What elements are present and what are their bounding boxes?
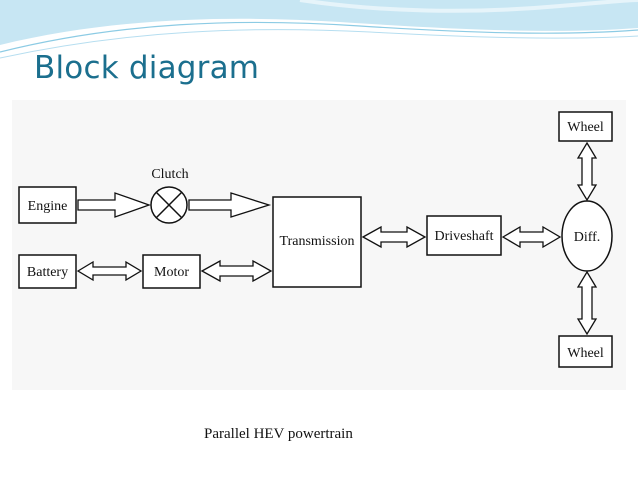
engine-label: Engine [28, 199, 68, 214]
arrow-battery-motor [76, 260, 143, 282]
slide-title: Block diagram [34, 50, 260, 86]
wheel-bottom-block [558, 335, 613, 368]
arrow-differential-wheel-bottom [576, 270, 598, 336]
powertrain-diagram: Engine Battery Motor Transmission Drives… [18, 111, 613, 368]
battery-label: Battery [27, 265, 68, 280]
wheel-top-label: Wheel [567, 120, 604, 135]
transmission-block [272, 196, 362, 288]
diagram-caption: Parallel HEV powertrain [204, 426, 353, 442]
wheel-top-block [558, 111, 613, 142]
driveshaft-block [426, 215, 502, 256]
transmission-label: Transmission [280, 234, 355, 249]
motor-block [142, 254, 201, 289]
arrow-transmission-driveshaft [361, 225, 427, 249]
arrow-motor-transmission [200, 259, 273, 283]
engine-block [18, 186, 77, 224]
slide-header-decoration [0, 0, 638, 59]
motor-label: Motor [154, 265, 189, 280]
arrow-driveshaft-differential [501, 225, 562, 249]
wheel-bottom-label: Wheel [567, 346, 604, 361]
arrow-clutch-to-transmission [188, 192, 272, 218]
arrow-wheel-top-differential [576, 141, 598, 202]
driveshaft-label: Driveshaft [434, 229, 493, 244]
battery-block [18, 254, 77, 289]
clutch-symbol-icon [150, 186, 188, 224]
differential-label: Diff. [574, 230, 601, 245]
arrow-engine-to-clutch [77, 192, 151, 218]
diagram-panel: Engine Battery Motor Transmission Drives… [12, 100, 626, 390]
clutch-label: Clutch [151, 167, 188, 182]
